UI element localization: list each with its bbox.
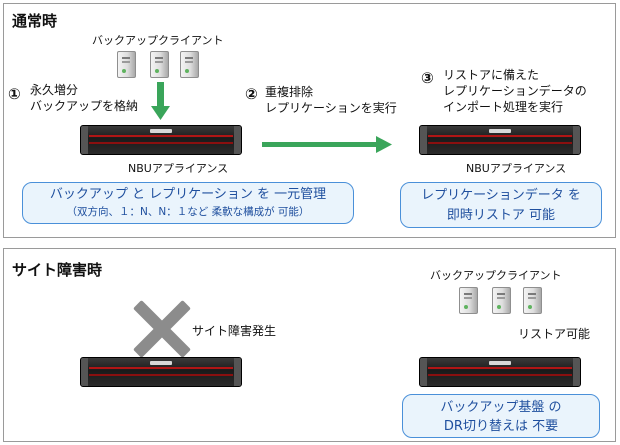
callout-left-line1: バックアップ と レプリケーション を 一元管理 [49,187,327,202]
client-server-icon [492,287,511,314]
step3-line3: インポート処理を実行 [443,100,564,114]
clients-label-bottom: バックアップクライアント [430,269,562,282]
store-backup-arrow-head [151,106,170,120]
nbu-appliance-source [80,125,242,155]
step2-line2: レプリケーションを実行 [265,101,397,115]
clients-label-top: バックアップクライアント [92,34,224,47]
no-dr-switch-callout: バックアップ基盤 の DR切り替えは 不要 [402,394,600,438]
step2-number: ② [245,85,258,103]
appliance-label-source: NBUアプライアンス [128,162,229,175]
failure-x-mark-icon [131,298,193,360]
step1-line2: バックアップを格納 [30,99,139,113]
client-server-icon [150,51,169,78]
step2-line1: 重複排除 [265,85,314,99]
client-server-icon [117,51,136,78]
replication-arrow-head [376,136,392,153]
nbu-appliance-target [419,125,581,155]
appliance-label-target: NBUアプライアンス [466,162,567,175]
callout-left-line2: （双方向、１：N、N：１など 柔軟な構成が 可能） [66,206,310,218]
centralized-management-callout: バックアップ と レプリケーション を 一元管理 （双方向、１：N、N：１など … [22,182,354,224]
store-backup-arrow-shaft [157,82,164,108]
client-server-icon [523,287,542,314]
client-server-icon [180,51,199,78]
callout-right-line1: レプリケーションデータ を [421,188,581,203]
step3-number: ③ [421,69,434,87]
step1-line1: 永久増分 [30,83,79,97]
step3-line1: リストアに備えた [443,68,540,82]
normal-section-title: 通常時 [12,12,58,30]
callout-bottom-line1: バックアップ基盤 の [440,400,562,415]
nbu-appliance-failed [80,357,242,387]
failure-section-title: サイト障害時 [12,261,103,279]
failure-label: サイト障害発生 [192,324,277,338]
callout-bottom-line2: DR切り替えは 不要 [443,419,559,434]
replication-arrow-shaft [262,142,378,147]
restore-label: リストア可能 [518,327,591,341]
instant-restore-callout: レプリケーションデータ を 即時リストア 可能 [400,182,602,228]
callout-right-line2: 即時リストア 可能 [446,208,556,223]
step1-number: ① [8,85,21,103]
step3-line2: レプリケーションデータの [443,84,587,98]
nbu-appliance-dr [419,357,581,387]
client-server-icon [459,287,478,314]
